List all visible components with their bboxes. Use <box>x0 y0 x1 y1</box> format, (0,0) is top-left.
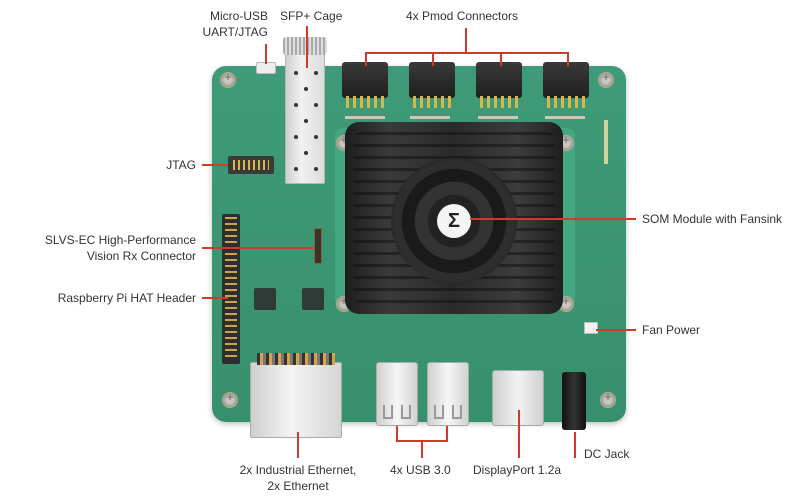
leader-pmod-3 <box>500 52 502 66</box>
label-fan-power: Fan Power <box>642 323 701 337</box>
leader-jtag <box>202 164 228 166</box>
smt-components <box>545 116 585 119</box>
smt-components <box>478 116 518 119</box>
label-ethernet: 2x Industrial Ethernet, 2x Ethernet <box>228 462 368 494</box>
smt-components <box>345 116 385 119</box>
leader-pmod-stem <box>465 28 467 52</box>
leader-pmod-bar <box>365 52 569 54</box>
label-jtag: JTAG <box>166 158 196 172</box>
fan-power-connector <box>584 322 598 334</box>
raspberry-pi-hat-header <box>222 214 240 364</box>
jtag-connector <box>228 156 274 174</box>
ethernet-jacks <box>250 353 342 438</box>
leader-ethernet <box>297 432 299 458</box>
label-micro-usb-line2: UART/JTAG <box>202 25 268 39</box>
leader-usb-bar <box>396 440 448 442</box>
label-ethernet-line2: 2x Ethernet <box>267 479 329 493</box>
label-sfp-cage: SFP+ Cage <box>280 9 343 23</box>
label-micro-usb-line1: Micro-USB <box>209 9 268 23</box>
smt-strip <box>604 120 608 164</box>
dc-jack <box>562 372 586 430</box>
ic-chip <box>254 288 276 310</box>
leader-usb-1 <box>396 426 398 442</box>
ic-chip <box>302 288 324 310</box>
leader-fan-power <box>596 329 636 331</box>
label-slvs-ec: SLVS-EC High-Performance Vision Rx Conne… <box>0 232 196 264</box>
slvs-ec-connector <box>314 228 322 264</box>
label-ethernet-line1: 2x Industrial Ethernet, <box>239 463 357 477</box>
screw-icon <box>222 390 238 408</box>
leader-usb-stem <box>421 440 423 458</box>
pmod-connector-4 <box>543 62 589 108</box>
leader-dc-jack <box>574 432 576 458</box>
label-slvs-line2: Vision Rx Connector <box>86 249 196 263</box>
leader-usb-2 <box>446 426 448 442</box>
usb-port-stack-2 <box>427 362 469 426</box>
label-pmod-connectors: 4x Pmod Connectors <box>406 9 519 23</box>
label-som-module: SOM Module with Fansink <box>642 212 783 226</box>
screw-icon <box>598 70 614 88</box>
pmod-connector-3 <box>476 62 522 108</box>
smt-components <box>410 116 450 119</box>
label-micro-usb: Micro-USB UART/JTAG <box>190 8 268 40</box>
leader-pmod-4 <box>567 52 569 66</box>
screw-icon <box>600 390 616 408</box>
sfp-cage <box>283 37 327 184</box>
pmod-connector-1 <box>342 62 388 108</box>
label-dc-jack: DC Jack <box>584 447 630 461</box>
usb-port-stack-1 <box>376 362 418 426</box>
label-raspberry-pi-header: Raspberry Pi HAT Header <box>57 291 196 305</box>
label-usb: 4x USB 3.0 <box>390 463 451 477</box>
leader-sfp <box>306 26 308 68</box>
label-slvs-line1: SLVS-EC High-Performance <box>44 233 196 247</box>
leader-micro-usb <box>265 44 267 64</box>
leader-pmod-2 <box>432 52 434 66</box>
leader-rpi <box>202 297 228 299</box>
leader-pmod-1 <box>365 52 367 66</box>
label-displayport: DisplayPort 1.2a <box>473 463 562 477</box>
leader-displayport <box>518 410 520 458</box>
leader-slvs <box>202 247 314 249</box>
screw-icon <box>220 70 236 88</box>
pmod-connector-2 <box>409 62 455 108</box>
brand-logo-icon: Σ <box>437 204 471 238</box>
leader-som <box>470 218 636 220</box>
